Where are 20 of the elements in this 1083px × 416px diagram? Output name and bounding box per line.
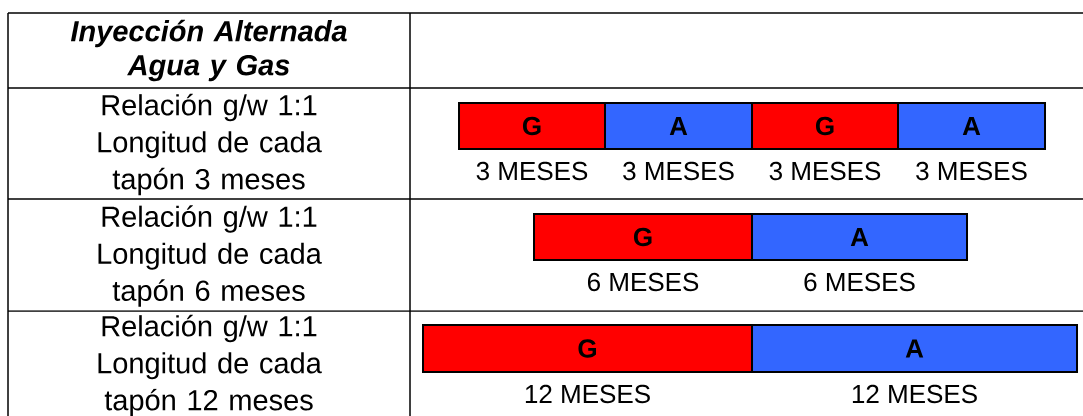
row-label: Relación g/w 1:1 Longitud de cada tapón 3 meses: [98, 93, 322, 196]
duration-label: 3 MESES: [769, 161, 881, 181]
duration-label: 12 MESES: [525, 384, 650, 404]
bar-segment: A: [604, 102, 753, 150]
bar-segment: G: [751, 102, 899, 150]
duration-label: 6 MESES: [804, 272, 915, 292]
duration-label: 3 MESES: [476, 161, 588, 181]
row-label: Relación g/w 1:1 Longitud de cada tapón 6 meses: [98, 205, 322, 307]
bar-segment: G: [458, 102, 606, 150]
duration-label: 12 MESES: [852, 384, 977, 404]
bar-segment: A: [751, 213, 968, 261]
duration-label: 3 MESES: [916, 161, 1027, 181]
bar-segment: G: [422, 324, 753, 373]
bar-segment: G: [533, 213, 753, 261]
duration-label: 3 MESES: [623, 161, 734, 181]
row-label: Relación g/w 1:1 Longitud de cada tapón 12 meses: [98, 314, 322, 416]
bar-segment: A: [751, 324, 1078, 373]
table-header: Inyección Alternada Agua y Gas: [70, 19, 347, 82]
duration-label: 6 MESES: [587, 272, 699, 292]
bar-segment: A: [897, 102, 1046, 150]
